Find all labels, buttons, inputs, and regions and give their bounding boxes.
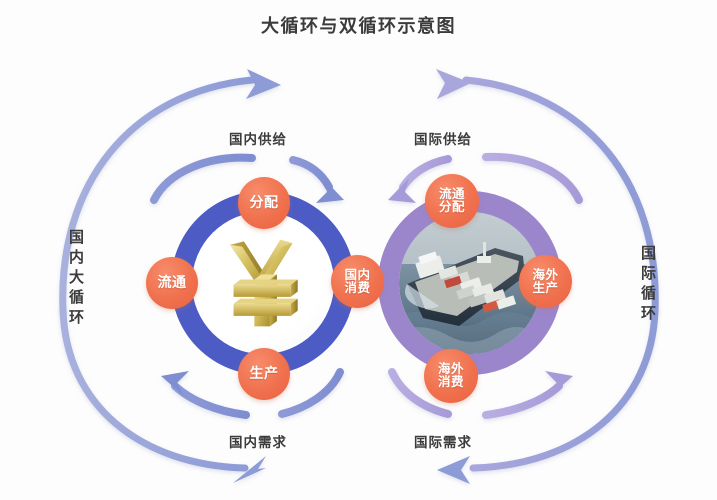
node-circulation-domestic[interactable]: 流通	[146, 257, 198, 309]
domestic-outer-demand-arrow	[59, 306, 266, 483]
node-label-line2: 消费	[437, 374, 464, 389]
international-inner-demand-arrow	[388, 368, 573, 419]
domestic-outer-supply-arrow	[59, 69, 281, 314]
domestic-inner-demand-arrow	[161, 368, 344, 419]
domestic-cycle-center	[192, 212, 334, 354]
node-label: 流通	[157, 274, 187, 291]
label-domestic-supply: 国内供给	[229, 132, 287, 148]
node-distribution-domestic[interactable]: 分配	[238, 177, 290, 229]
node-overseas-consumption[interactable]: 海外 消费	[424, 349, 478, 403]
label-international-cycle: 国际循环	[639, 245, 657, 325]
international-outer-supply-arrow	[436, 69, 659, 314]
node-label-line1: 海外	[437, 361, 464, 377]
node-label: 分配	[249, 194, 279, 211]
node-domestic-consumption[interactable]: 国内 消费	[331, 255, 384, 308]
node-label-line1: 国内	[344, 266, 371, 282]
node-production-domestic[interactable]: 生产	[238, 348, 290, 400]
label-international-supply: 国际供给	[414, 132, 472, 148]
page-title: 大循环与双循环示意图	[261, 16, 456, 37]
domestic-inner-supply-arrow	[150, 153, 344, 204]
label-domestic-demand: 国内需求	[229, 435, 287, 451]
node-label-line2: 消费	[344, 279, 371, 295]
international-inner-supply-arrow	[388, 152, 583, 204]
node-label: 生产	[249, 365, 279, 382]
node-label-line2: 生产	[532, 279, 559, 295]
node-label-line1: 海外	[532, 266, 559, 282]
node-overseas-production[interactable]: 海外 生产	[519, 255, 572, 308]
label-international-demand: 国际需求	[414, 435, 472, 451]
node-circulation-distribution-intl[interactable]: 流通 分配	[425, 174, 479, 228]
label-domestic-great-cycle: 国内大循环	[67, 229, 85, 329]
container-cargo-ship-icon	[399, 212, 541, 354]
international-cycle-center-image	[399, 212, 541, 354]
node-label-line2: 分配	[438, 199, 465, 214]
international-outer-demand-arrow	[437, 306, 659, 484]
yuan-currency-symbol-icon	[230, 239, 298, 327]
node-label-line1: 流通	[438, 186, 465, 202]
